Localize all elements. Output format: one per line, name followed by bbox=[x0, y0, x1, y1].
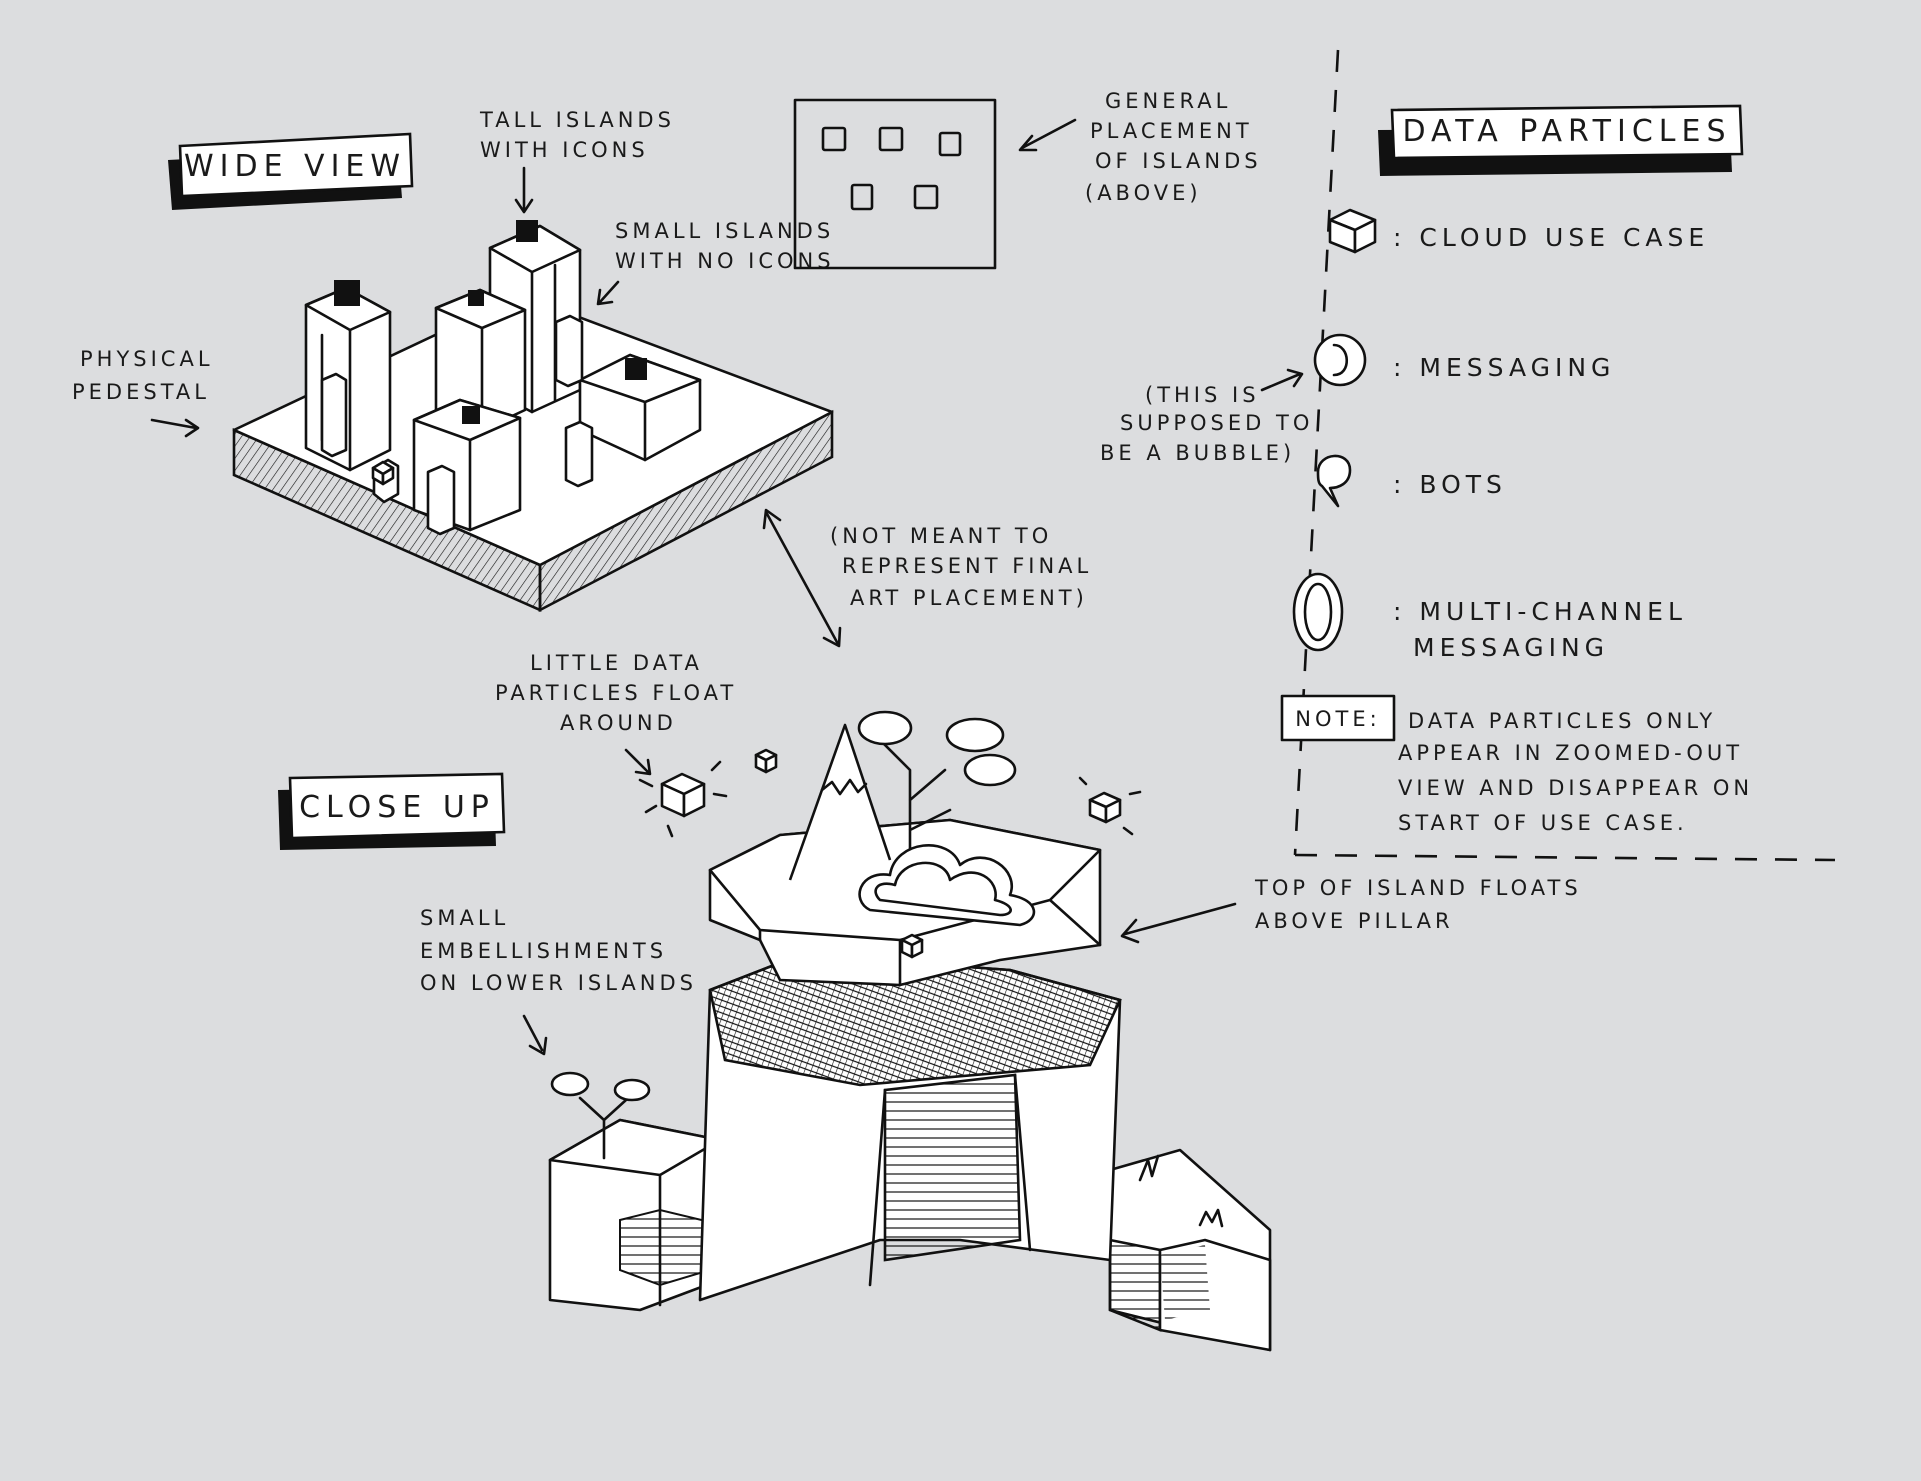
arrow-icon bbox=[150, 418, 200, 438]
legend-text: MESSAGING bbox=[1413, 633, 1609, 662]
small-islands-annotation: SMALL ISLANDS WITH NO ICONS bbox=[596, 219, 835, 306]
annotation-line: ON LOWER ISLANDS bbox=[420, 971, 697, 995]
annotation-line: (NOT MEANT TO bbox=[830, 524, 1052, 548]
annotation-line: SUPPOSED TO bbox=[1120, 411, 1313, 435]
legend-text: : MESSAGING bbox=[1393, 353, 1615, 382]
legend-cloud: : CLOUD USE CASE bbox=[1328, 208, 1709, 254]
data-particle bbox=[754, 748, 778, 774]
legend-text: : BOTS bbox=[1393, 470, 1507, 499]
data-particle bbox=[638, 760, 728, 838]
tall-islands-annotation: TALL ISLANDS WITH ICONS bbox=[479, 108, 675, 214]
island-icon bbox=[516, 220, 538, 242]
annotation-line: (THIS IS bbox=[1145, 383, 1260, 407]
annotation-line: REPRESENT FINAL bbox=[842, 554, 1092, 578]
arrow-icon bbox=[1260, 368, 1304, 392]
annotation-line: PEDESTAL bbox=[72, 380, 210, 404]
annotation-line: SMALL bbox=[420, 906, 509, 930]
legend-divider-horizontal bbox=[1294, 853, 1836, 862]
close-up-island bbox=[548, 710, 1272, 1352]
note-line: START OF USE CASE. bbox=[1398, 811, 1688, 835]
wide-view-pedestal bbox=[232, 220, 834, 613]
island-icon bbox=[462, 406, 480, 424]
annotation-line: WITH NO ICONS bbox=[615, 249, 835, 273]
annotation-line: PHYSICAL bbox=[80, 347, 214, 371]
annotation-line: ART PLACEMENT) bbox=[850, 586, 1088, 610]
island-icon bbox=[625, 358, 647, 380]
legend-bots: : BOTS bbox=[1316, 454, 1507, 508]
legend-text: : MULTI-CHANNEL bbox=[1393, 597, 1687, 626]
not-meant-annotation: (NOT MEANT TO REPRESENT FINAL ART PLACEM… bbox=[830, 524, 1092, 610]
arrow-icon bbox=[596, 280, 620, 306]
annotation-line: AROUND bbox=[560, 711, 677, 735]
legend-divider-vertical bbox=[1293, 49, 1340, 856]
double-arrow bbox=[762, 508, 842, 648]
wide-view-text: WIDE VIEW bbox=[184, 149, 406, 184]
wide-view-label: WIDE VIEW bbox=[168, 132, 414, 210]
data-particle bbox=[900, 933, 924, 959]
arrow-icon bbox=[1018, 118, 1077, 152]
annotation-line: TOP OF ISLAND FLOATS bbox=[1254, 876, 1582, 900]
tree-icon bbox=[857, 710, 1017, 882]
arrow-icon bbox=[624, 748, 652, 776]
note-line: APPEAR IN ZOOMED-OUT bbox=[1398, 741, 1743, 765]
island-icon bbox=[468, 290, 484, 306]
note-line: VIEW AND DISAPPEAR ON bbox=[1398, 776, 1753, 800]
tree-icon bbox=[550, 1071, 651, 1160]
annotation-line: EMBELLISHMENTS bbox=[420, 939, 667, 963]
cloud-icon bbox=[858, 844, 1036, 927]
annotation-line: LITTLE DATA bbox=[530, 651, 703, 675]
top-floats-annotation: TOP OF ISLAND FLOATS ABOVE PILLAR bbox=[1120, 876, 1582, 944]
small-island-right bbox=[578, 353, 702, 462]
annotation-line: GENERAL bbox=[1105, 89, 1231, 113]
note-tag: NOTE: bbox=[1295, 707, 1380, 731]
data-particle bbox=[1078, 776, 1142, 836]
annotation-line: TALL ISLANDS bbox=[479, 108, 675, 132]
placement-box bbox=[793, 98, 997, 270]
annotation-line: SMALL ISLANDS bbox=[615, 219, 834, 243]
annotation-line: PLACEMENT bbox=[1090, 119, 1253, 143]
arrow-icon bbox=[514, 166, 534, 214]
small-embellishments-annotation: SMALL EMBELLISHMENTS ON LOWER ISLANDS bbox=[420, 906, 697, 1056]
medium-island bbox=[434, 288, 527, 432]
bubble-note: (THIS IS SUPPOSED TO BE A BUBBLE) bbox=[1100, 368, 1313, 465]
speech-bubble-icon bbox=[1316, 454, 1352, 508]
legend-messaging: : MESSAGING bbox=[1313, 333, 1615, 387]
annotation-line: WITH ICONS bbox=[480, 138, 649, 162]
note-block: NOTE: DATA PARTICLES ONLY APPEAR IN ZOOM… bbox=[1280, 694, 1753, 835]
floating-top bbox=[708, 710, 1102, 987]
lower-island-left bbox=[548, 1071, 722, 1312]
ring-icon bbox=[1292, 572, 1344, 652]
annotation-line: PARTICLES FLOAT bbox=[495, 681, 737, 705]
note-tag-box bbox=[1280, 694, 1396, 742]
main-pillar bbox=[698, 953, 1122, 1302]
legend-text: : CLOUD USE CASE bbox=[1393, 223, 1709, 252]
annotation-line: ABOVE PILLAR bbox=[1255, 909, 1454, 933]
mountain-icon bbox=[788, 723, 892, 881]
note-line: DATA PARTICLES ONLY bbox=[1408, 709, 1716, 733]
close-up-label: CLOSE UP bbox=[278, 772, 506, 850]
little-particles-annotation: LITTLE DATA PARTICLES FLOAT AROUND bbox=[495, 651, 737, 776]
tall-island-left bbox=[304, 280, 392, 472]
lower-island-right bbox=[1108, 1148, 1272, 1352]
annotation-line: OF ISLANDS bbox=[1095, 149, 1262, 173]
arrow-icon bbox=[522, 1014, 548, 1056]
data-particles-label: DATA PARTICLES bbox=[1378, 104, 1744, 176]
general-placement-annotation: GENERAL PLACEMENT OF ISLANDS (ABOVE) bbox=[1018, 89, 1262, 205]
annotation-line: (ABOVE) bbox=[1085, 181, 1202, 205]
bubble-icon bbox=[1313, 333, 1367, 387]
small-cube bbox=[371, 460, 395, 486]
annotation-line: BE A BUBBLE) bbox=[1100, 441, 1295, 465]
arrow-icon bbox=[1120, 902, 1237, 944]
data-particles-text: DATA PARTICLES bbox=[1402, 114, 1731, 149]
cube-icon bbox=[1328, 208, 1377, 254]
legend-multichannel: : MULTI-CHANNEL MESSAGING bbox=[1292, 572, 1687, 662]
pedestal-annotation: PHYSICAL PEDESTAL bbox=[72, 347, 214, 438]
close-up-text: CLOSE UP bbox=[299, 790, 495, 825]
island-icon bbox=[334, 280, 360, 306]
